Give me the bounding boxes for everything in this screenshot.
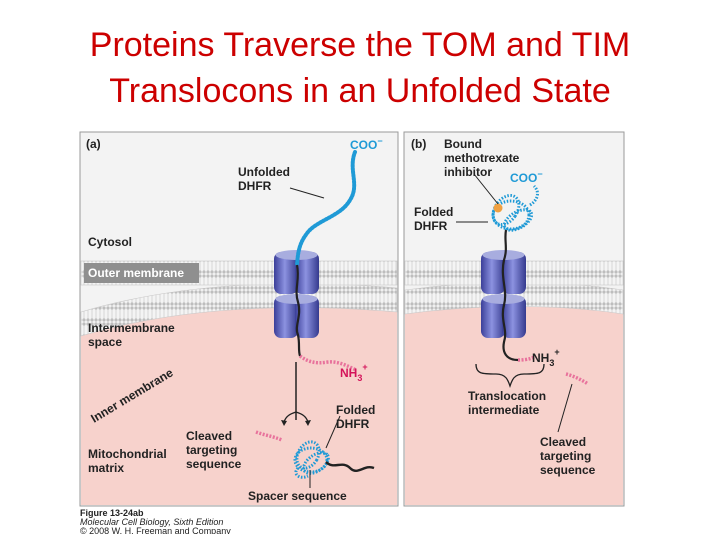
nh3-terminus-a: NH3+	[340, 362, 368, 383]
spacer-strand-channel-b	[501, 229, 519, 362]
translocon-figure: (a) COO− Unfolded DHFR Cytosol Outer mem…	[79, 131, 625, 534]
outer-membrane-label-bg	[84, 263, 199, 283]
cleaved-targeting-label-a: Cleaved targeting sequence	[186, 429, 242, 471]
spacer-sequence-label: Spacer sequence	[248, 489, 347, 503]
outer-membrane-label: Outer membrane	[88, 266, 184, 280]
mitochondrial-matrix-label: Mitochondrial matrix	[88, 447, 170, 475]
coo-terminus-a: COO−	[350, 136, 383, 152]
panel-a-tag: (a)	[86, 137, 101, 151]
matrix-region-b	[405, 282, 623, 505]
methotrexate-inhibitor-dot	[493, 203, 503, 213]
tom-channel-b	[481, 250, 526, 294]
folded-dhfr-label-a: Folded DHFR	[336, 403, 379, 431]
spacer-strand-channel-a	[295, 264, 302, 357]
slide-title: Proteins Traverse the TOM and TIM Transl…	[0, 22, 720, 114]
slide-title-line-2: Translocons in an Unfolded State	[109, 72, 611, 110]
coo-terminus-b: COO−	[510, 169, 543, 185]
spacer-sequence-a	[325, 461, 375, 473]
unfolded-dhfr-label: Unfolded DHFR	[238, 165, 293, 193]
panel-b-tag: (b)	[411, 137, 426, 151]
targeting-sequence-b	[517, 354, 537, 362]
panel-a: (a) COO− Unfolded DHFR Cytosol Outer mem…	[80, 136, 398, 505]
figure-caption: Figure 13-24ab	[80, 508, 144, 518]
slide-title-line-1: Proteins Traverse the TOM and TIM	[89, 26, 631, 64]
tim-channel-b	[481, 294, 526, 338]
panel-b: (b) Bound methotrexate inhibitor COO− Fo…	[404, 137, 624, 505]
translocation-intermediate-label: Translocation intermediate	[468, 389, 549, 417]
book-caption: Molecular Cell Biology, Sixth Edition	[80, 517, 223, 527]
nh3-terminus-b: NH3+	[532, 347, 560, 368]
bound-inhibitor-label: Bound methotrexate inhibitor	[444, 137, 523, 179]
cleaved-targeting-sequence-a	[255, 430, 283, 442]
intermembrane-space-label: Intermembrane space	[88, 321, 178, 349]
cleaved-targeting-sequence-b	[565, 372, 589, 386]
matrix-region-a	[81, 283, 397, 505]
inner-membrane-a	[80, 283, 398, 337]
folded-dhfr-label-b: Folded DHFR	[414, 205, 457, 233]
translocation-brace	[475, 363, 545, 389]
unfolded-dhfr-chain	[295, 150, 357, 267]
folded-dhfr-a	[293, 440, 330, 479]
targeting-sequence-a	[298, 354, 357, 372]
cytosol-label: Cytosol	[88, 235, 132, 249]
copyright-caption: © 2008 W. H. Freeman and Company	[80, 526, 231, 534]
cleaved-targeting-label-b: Cleaved targeting sequence	[540, 435, 596, 477]
